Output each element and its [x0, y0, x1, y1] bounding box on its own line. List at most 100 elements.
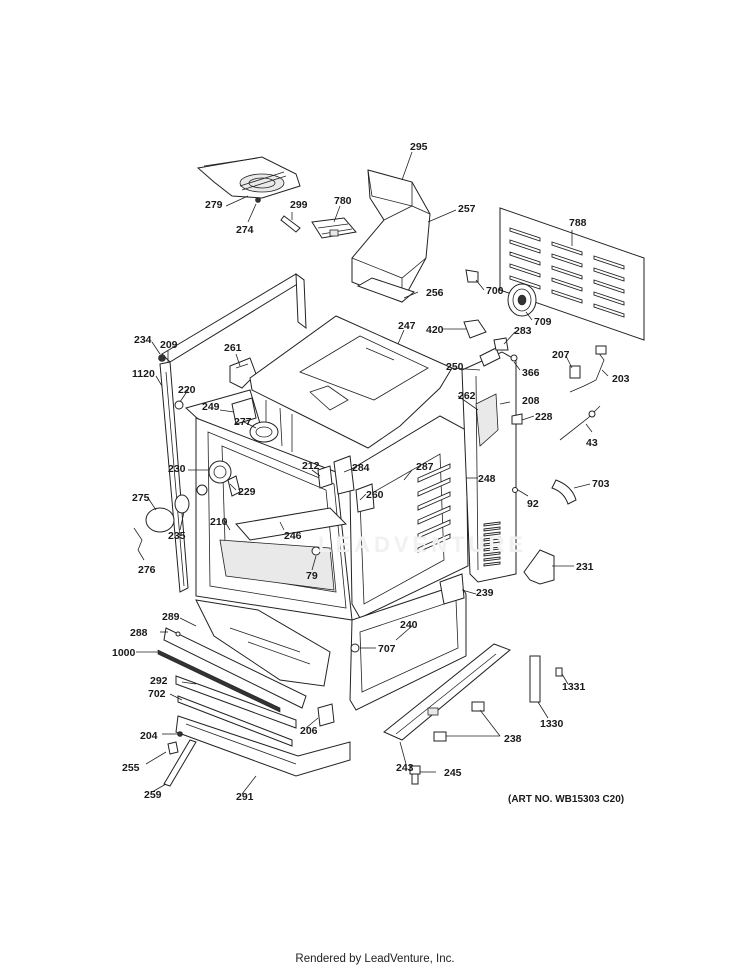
- part-label-255: 255: [122, 762, 140, 774]
- part-label-709: 709: [534, 316, 552, 328]
- part-label-240: 240: [400, 619, 418, 631]
- vent-slot: [593, 291, 625, 306]
- part-label-230: 230: [168, 463, 186, 475]
- vent-slot: [551, 241, 583, 256]
- part-label-275: 275: [132, 492, 150, 504]
- part-label-245: 245: [444, 767, 462, 779]
- part-243: [383, 643, 511, 741]
- part-label-292: 292: [150, 675, 168, 687]
- vent-slot: [417, 505, 451, 525]
- vent-slot: [417, 463, 451, 483]
- part-212-284: [317, 455, 355, 495]
- vent-slot: [417, 533, 451, 553]
- vent-slot: [483, 541, 501, 547]
- part-label-788: 788: [569, 217, 587, 229]
- part-label-257: 257: [458, 203, 476, 215]
- part-label-702: 702: [148, 688, 166, 700]
- vent-slot: [551, 289, 583, 304]
- vent-slot: [483, 526, 501, 532]
- vent-slot: [593, 255, 625, 270]
- part-label-206: 206: [300, 725, 318, 737]
- part-bottom-section: [157, 573, 467, 777]
- vent-slot: [483, 536, 501, 542]
- part-780: [311, 217, 357, 239]
- part-label-289: 289: [162, 611, 180, 623]
- vent-slot: [417, 519, 451, 539]
- part-709: [507, 283, 537, 317]
- part-label-239: 239: [476, 587, 494, 599]
- part-label-295: 295: [410, 141, 428, 153]
- part-label-287: 287: [416, 461, 434, 473]
- vent-slot: [509, 239, 541, 254]
- vent-slot: [593, 279, 625, 294]
- vent-slot: [551, 277, 583, 292]
- part-label-220: 220: [178, 384, 196, 396]
- part-label-79: 79: [306, 570, 318, 582]
- watermark: LEADVENTURE: [318, 532, 527, 557]
- part-label-261: 261: [224, 342, 242, 354]
- part-cabinet: [185, 315, 517, 621]
- part-bulb: [133, 494, 190, 551]
- vent-slot: [483, 551, 501, 557]
- part-label-288: 288: [130, 627, 148, 639]
- part-label-228: 228: [535, 411, 553, 423]
- part-label-1331: 1331: [562, 681, 586, 693]
- part-left-frame: [159, 272, 307, 593]
- vent-slot: [509, 227, 541, 242]
- leader-lines: [136, 151, 609, 795]
- vent-slot: [483, 561, 501, 567]
- part-label-250: 250: [446, 361, 464, 373]
- part-260: [355, 483, 375, 513]
- part-label-235: 235: [168, 530, 186, 542]
- part-label-249: 249: [202, 401, 220, 413]
- part-label-291: 291: [236, 791, 254, 803]
- vent-slot: [551, 265, 583, 280]
- vent-slot: [551, 253, 583, 268]
- part-label-283: 283: [514, 325, 532, 337]
- vent-slot: [593, 303, 625, 318]
- part-label-238: 238: [504, 733, 522, 745]
- vent-slot: [483, 531, 501, 537]
- part-label-231: 231: [576, 561, 594, 573]
- part-light-socket: [196, 460, 241, 497]
- part-label-279: 279: [205, 199, 223, 211]
- part-right-smalls: [463, 319, 607, 703]
- part-259: [163, 731, 197, 787]
- part-label-707: 707: [378, 643, 396, 655]
- part-label-299: 299: [290, 199, 308, 211]
- part-label-1000: 1000: [112, 647, 136, 659]
- part-label-262: 262: [458, 390, 476, 402]
- part-299: [280, 215, 301, 233]
- vent-slot: [509, 275, 541, 290]
- part-label-420: 420: [426, 324, 444, 336]
- part-234: [158, 354, 166, 362]
- part-burner-valve: [196, 156, 301, 203]
- vent-slot: [483, 546, 501, 552]
- part-label-247: 247: [398, 320, 416, 332]
- part-label-207: 207: [552, 349, 570, 361]
- part-label-703: 703: [592, 478, 610, 490]
- part-220: [174, 400, 184, 410]
- part-label-243: 243: [396, 762, 414, 774]
- part-label-204: 204: [140, 730, 158, 742]
- part-label-1120: 1120: [132, 368, 155, 380]
- part-label-203: 203: [612, 373, 630, 385]
- part-label-259: 259: [144, 789, 162, 801]
- part-238: [433, 701, 485, 742]
- vent-slot: [483, 521, 501, 527]
- part-vent-duct: [351, 169, 431, 303]
- vent-slot: [417, 491, 451, 511]
- part-label-234: 234: [134, 334, 152, 346]
- part-label-248: 248: [478, 473, 496, 485]
- part-label-274: 274: [236, 224, 254, 236]
- part-label-1330: 1330: [540, 718, 564, 730]
- part-261: [229, 357, 257, 389]
- vent-slot: [509, 263, 541, 278]
- footer-credit: Rendered by LeadVenture, Inc.: [295, 953, 455, 965]
- part-245: [409, 765, 421, 785]
- vent-slot: [417, 477, 451, 497]
- vent-slot: [593, 267, 625, 282]
- part-label-246: 246: [284, 530, 302, 542]
